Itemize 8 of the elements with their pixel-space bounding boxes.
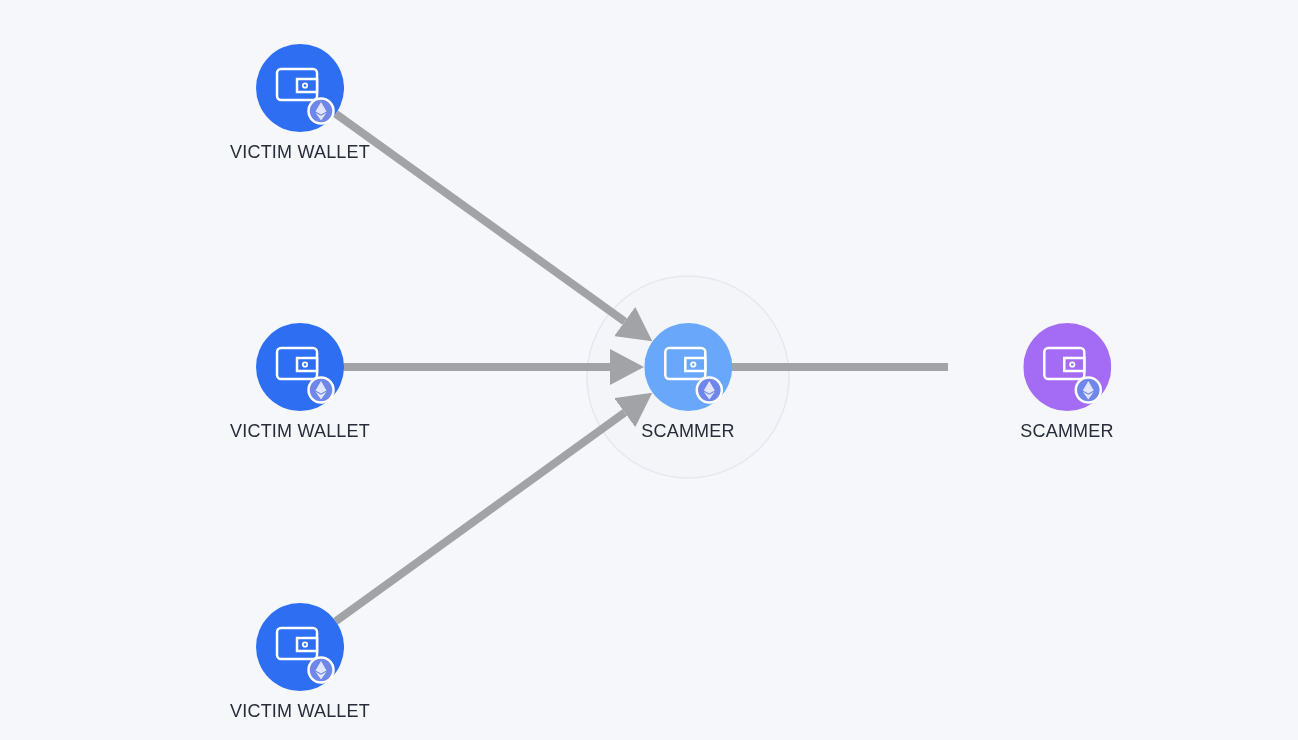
- arrow: [333, 110, 653, 342]
- arrow: [333, 392, 653, 625]
- node-label: VICTIM WALLET: [230, 141, 370, 163]
- node-label: VICTIM WALLET: [230, 700, 370, 722]
- node-label: SCAMMER: [1020, 420, 1114, 442]
- node-label: SCAMMER: [641, 420, 735, 442]
- arrow: [344, 349, 644, 385]
- node-label: VICTIM WALLET: [230, 420, 370, 442]
